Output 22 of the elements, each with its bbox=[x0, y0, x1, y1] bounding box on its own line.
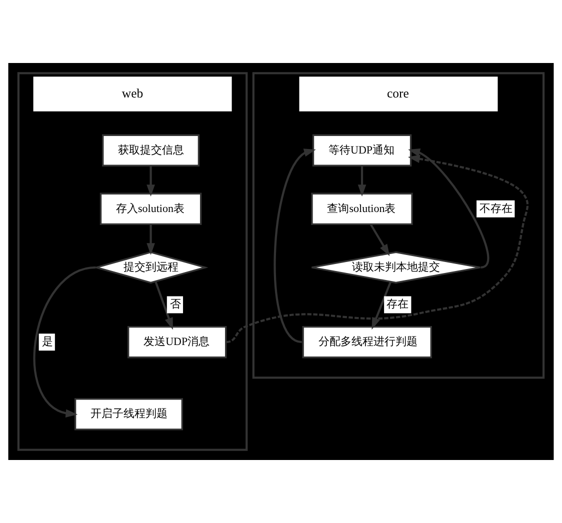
node-box: 等待UDP通知 bbox=[312, 134, 412, 166]
arrow bbox=[274, 148, 316, 344]
edge-label: 不存在 bbox=[480, 202, 512, 215]
node-box: 分配多线程进行判题 bbox=[302, 326, 432, 358]
edge-label: 是 bbox=[42, 336, 53, 348]
node-box: 存入solution表 bbox=[100, 192, 202, 226]
arrow bbox=[226, 154, 528, 344]
arrow bbox=[146, 166, 155, 196]
edge-label: 否 bbox=[170, 298, 181, 311]
node-diamond: 提交到远程 bbox=[93, 251, 208, 284]
arrow bbox=[372, 282, 392, 330]
arrow bbox=[146, 224, 155, 256]
node-box: 获取提交信息 bbox=[102, 134, 200, 166]
arrow bbox=[370, 224, 390, 256]
node-diamond: 读取未判本地提交 bbox=[310, 251, 482, 284]
arrow bbox=[154, 281, 173, 330]
node-box: 查询solution表 bbox=[311, 192, 413, 226]
node-box: 发送UDP消息 bbox=[127, 326, 227, 358]
arrow bbox=[33, 266, 96, 418]
edge-label: 存在 bbox=[386, 298, 409, 311]
node-box: 开启子线程判题 bbox=[74, 398, 184, 430]
arrow bbox=[358, 166, 366, 196]
